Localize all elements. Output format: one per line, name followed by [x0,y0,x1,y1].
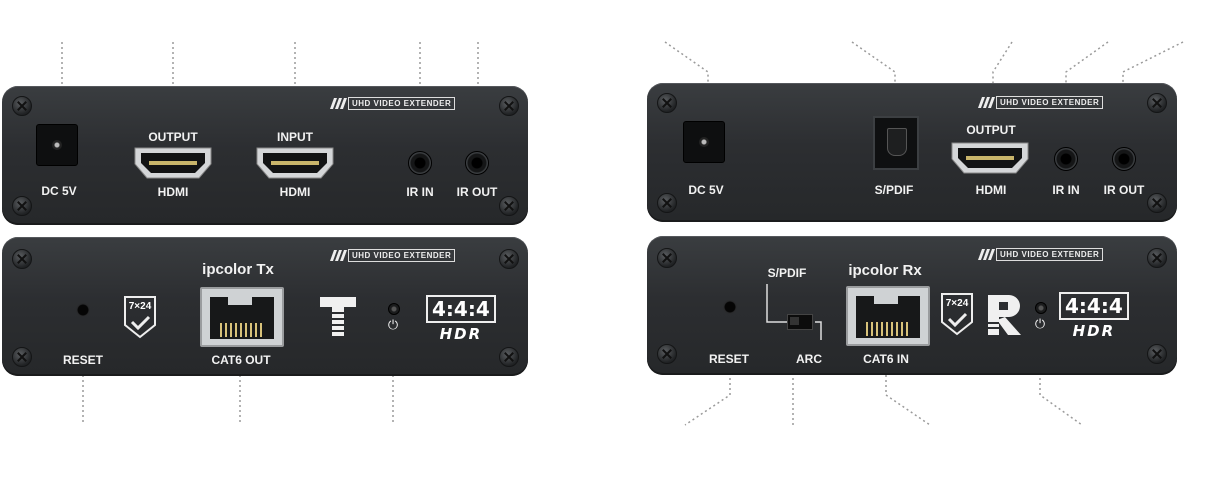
brand-logo: UHD VIDEO EXTENDER [977,96,1104,109]
switch-bracket [766,284,822,340]
uptime-badge-text: 7×24 [945,298,969,309]
status-led [388,303,400,315]
ir-out-jack [1112,147,1136,171]
reset-button [76,303,90,317]
hdr-ratio: 4:4:4 [426,295,496,323]
hdmi-output-top-label: OUTPUT [148,130,198,144]
ir-in-jack [408,151,432,175]
screw-icon [657,93,677,113]
brand-logo: UHD VIDEO EXTENDER [977,248,1104,261]
screw-icon [657,344,677,364]
ir-in-label: IR IN [406,185,434,199]
screw-icon [499,96,519,116]
device-title: ipcolor Tx [202,261,274,278]
rx-back-panel: UHD VIDEO EXTENDER DC 5V S/PDIF OUTPUT H… [647,83,1177,222]
hdmi-bottom-label: HDMI [975,183,1007,197]
hdmi-port-icon [256,147,334,179]
screw-icon [12,96,32,116]
dc-power-jack [683,121,725,163]
screw-icon [12,347,32,367]
screw-icon [499,196,519,216]
reset-button [723,300,737,314]
screw-icon [499,347,519,367]
ir-out-label: IR OUT [456,185,498,199]
device-title: ipcolor Rx [848,262,922,279]
ir-out-jack [465,151,489,175]
hdmi-port-icon [951,142,1029,174]
leader-line-rx-power [1039,328,1083,426]
spdif-arc-switch [787,314,813,330]
cat6-label: CAT6 OUT [211,353,271,367]
shield-check-icon [124,296,156,339]
hdmi-port-icon [134,147,212,179]
reset-label: RESET [62,353,104,367]
leader-line-rx-reset [684,308,731,426]
dc-label: DC 5V [688,183,724,197]
leader-line-rx-cat6 [885,310,931,426]
screw-icon [1147,93,1167,113]
rj45-port-icon [200,287,284,347]
ir-out-label: IR OUT [1103,183,1145,197]
dc-label: DC 5V [41,184,77,198]
screw-icon [1147,344,1167,364]
uptime-badge-text: 7×24 [128,301,152,312]
hdr-text: HDR [439,325,483,343]
brand-logo: UHD VIDEO EXTENDER [329,249,456,262]
spdif-optical-port [873,116,919,170]
brand-text: UHD VIDEO EXTENDER [348,249,456,262]
hdr-ratio: 4:4:4 [1059,292,1129,320]
r-logo-icon [988,295,1021,335]
switch-top-label: S/PDIF [767,266,807,280]
screw-icon [1147,193,1167,213]
status-led [1035,302,1047,314]
leader-line-rx-hdmi [992,41,1013,160]
dc-power-jack [36,124,78,166]
ir-in-jack [1054,147,1078,171]
tx-front-panel: UHD VIDEO EXTENDER ipcolor Tx RESET 7×24… [2,237,528,376]
ir-in-label: IR IN [1052,183,1080,197]
hdmi-output-bottom-label: HDMI [157,185,189,199]
hdmi-input-top-label: INPUT [277,130,313,144]
t-logo-icon [320,297,356,336]
hdr-badge: 4:4:4 HDR [1059,292,1129,340]
brand-logo: UHD VIDEO EXTENDER [329,97,456,110]
hdmi-top-label: OUTPUT [966,123,1016,137]
screw-icon [499,249,519,269]
screw-icon [12,196,32,216]
screw-icon [12,249,32,269]
rx-front-panel: UHD VIDEO EXTENDER ipcolor Rx RESET S/PD… [647,236,1177,375]
hdr-text: HDR [1072,322,1116,340]
switch-bottom-label: ARC [796,352,822,366]
power-icon: ⏻ [387,317,399,332]
screw-icon [657,193,677,213]
cat6-label: CAT6 IN [863,352,909,366]
reset-label: RESET [708,352,750,366]
tx-back-panel: UHD VIDEO EXTENDER DC 5V OUTPUT HDMI INP… [2,86,528,225]
brand-text: UHD VIDEO EXTENDER [348,97,456,110]
power-icon: ⏻ [1034,316,1046,331]
screw-icon [657,248,677,268]
screw-icon [1147,248,1167,268]
hdmi-input-bottom-label: HDMI [279,185,311,199]
hdr-badge: 4:4:4 HDR [426,295,496,343]
shield-check-icon [941,293,973,336]
brand-text: UHD VIDEO EXTENDER [996,248,1104,261]
brand-text: UHD VIDEO EXTENDER [996,96,1104,109]
rj45-port-icon [846,286,930,346]
spdif-label: S/PDIF [874,183,914,197]
